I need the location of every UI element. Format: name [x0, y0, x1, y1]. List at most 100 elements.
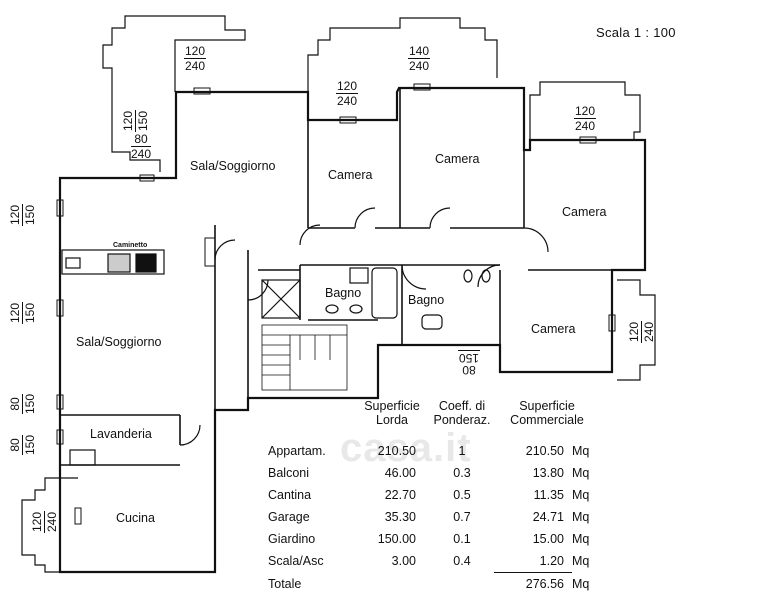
table-total-row: Totale 276.56 Mq	[262, 573, 600, 596]
window-marks	[56, 83, 616, 525]
row-name: Balconi	[268, 466, 309, 480]
room-label-camera: Camera	[328, 168, 373, 182]
balcony-top-left	[102, 15, 246, 172]
total-commerciale: 276.56	[525, 577, 564, 591]
bathtub	[371, 267, 398, 319]
row-coeff: 0.7	[453, 510, 471, 524]
row-unit: Mq	[572, 510, 590, 524]
table-row: Appartam. 210.50 1 210.50 Mq	[262, 440, 600, 462]
room-label-lavanderia: Lavanderia	[90, 427, 152, 441]
area-table: Superficie Coeff. di Superficie Lorda Po…	[262, 400, 600, 595]
toilet	[325, 304, 339, 314]
row-name: Garage	[268, 510, 310, 524]
row-lorda: 210.50	[377, 444, 416, 458]
row-name: Cantina	[268, 488, 312, 502]
row-lorda: 22.70	[384, 488, 416, 502]
table-row: Giardino 150.00 0.1 15.00 Mq	[262, 528, 600, 550]
col-header-lorda-sub: Lorda	[376, 413, 408, 427]
col-header-commerciale-sub: Commerciale	[510, 413, 584, 427]
row-coeff: 0.3	[453, 466, 471, 480]
outer-wall	[58, 86, 647, 574]
door-arc	[477, 264, 501, 288]
room-label-bagno: Bagno	[325, 286, 362, 300]
row-lorda: 150.00	[377, 532, 416, 546]
scale-label: Scala 1 : 100	[596, 25, 676, 40]
row-unit: Mq	[572, 554, 590, 569]
table-row: Balconi 46.00 0.3 13.80 Mq	[262, 462, 600, 484]
col-header-coeff-sub: Ponderaz.	[433, 413, 491, 427]
watermark: casa.it	[340, 426, 472, 470]
row-lorda: 35.30	[384, 510, 416, 524]
stairs	[261, 324, 348, 391]
row-unit: Mq	[572, 532, 590, 546]
row-coeff: 0.5	[453, 488, 471, 502]
balcony-top-center	[307, 17, 498, 120]
sink	[421, 314, 443, 330]
row-commerciale: 13.80	[532, 466, 564, 480]
col-header-commerciale: Superficie	[519, 399, 575, 413]
room-label-camera: Camera	[562, 205, 607, 219]
row-unit: Mq	[572, 466, 590, 480]
room-label-sala-soggiorno: Sala/Soggiorno	[190, 159, 276, 173]
door-arc	[214, 239, 236, 261]
balcony-right	[529, 81, 641, 140]
row-name: Appartam.	[268, 444, 326, 458]
balcony-bottom-left	[21, 477, 78, 573]
row-name: Giardino	[268, 532, 316, 546]
room-label-cucina: Cucina	[116, 511, 155, 525]
room-label-camera: Camera	[435, 152, 480, 166]
door-arc	[401, 264, 427, 290]
col-header-lorda: Superficie	[364, 399, 420, 413]
row-coeff: 1	[458, 444, 466, 458]
table-row: Scala/Asc 3.00 0.4 1.20 Mq	[262, 550, 600, 573]
row-commerciale: 15.00	[532, 532, 564, 546]
row-coeff: 0.1	[453, 532, 471, 546]
door-arc	[523, 227, 549, 253]
row-commerciale: 210.50	[525, 444, 564, 458]
room-label-camera: Camera	[531, 322, 576, 336]
door-arc	[429, 207, 451, 229]
row-coeff: 0.4	[453, 554, 471, 569]
toilet	[463, 269, 473, 283]
fireplace-drawing	[61, 249, 165, 275]
room-label-bagno: Bagno	[408, 293, 445, 307]
row-commerciale: 1.20	[494, 550, 572, 573]
total-unit: Mq	[572, 576, 590, 591]
bidet	[481, 269, 491, 283]
row-commerciale: 11.35	[533, 488, 564, 502]
balcony-bottom-right	[617, 279, 656, 381]
table-row: Garage 35.30 0.7 24.71 Mq	[262, 506, 600, 528]
row-unit: Mq	[572, 488, 590, 502]
door-arc	[299, 224, 321, 246]
row-lorda: 3.00	[391, 554, 416, 569]
door-arc	[354, 207, 376, 229]
col-header-coeff: Coeff. di	[438, 399, 486, 413]
washer	[69, 449, 96, 466]
total-name: Totale	[268, 576, 302, 591]
row-lorda: 46.00	[384, 466, 416, 480]
row-commerciale: 24.71	[532, 510, 564, 524]
table-row: Cantina 22.70 0.5 11.35 Mq	[262, 484, 600, 506]
shower	[349, 267, 369, 284]
row-name: Scala/Asc	[268, 554, 324, 569]
elevator-shaft	[261, 279, 301, 319]
room-label-sala-soggiorno: Sala/Soggiorno	[76, 335, 162, 349]
door-arc	[179, 424, 201, 446]
room-label-caminetto: Caminetto	[113, 242, 148, 249]
row-unit: Mq	[572, 444, 590, 458]
bidet	[349, 304, 363, 314]
